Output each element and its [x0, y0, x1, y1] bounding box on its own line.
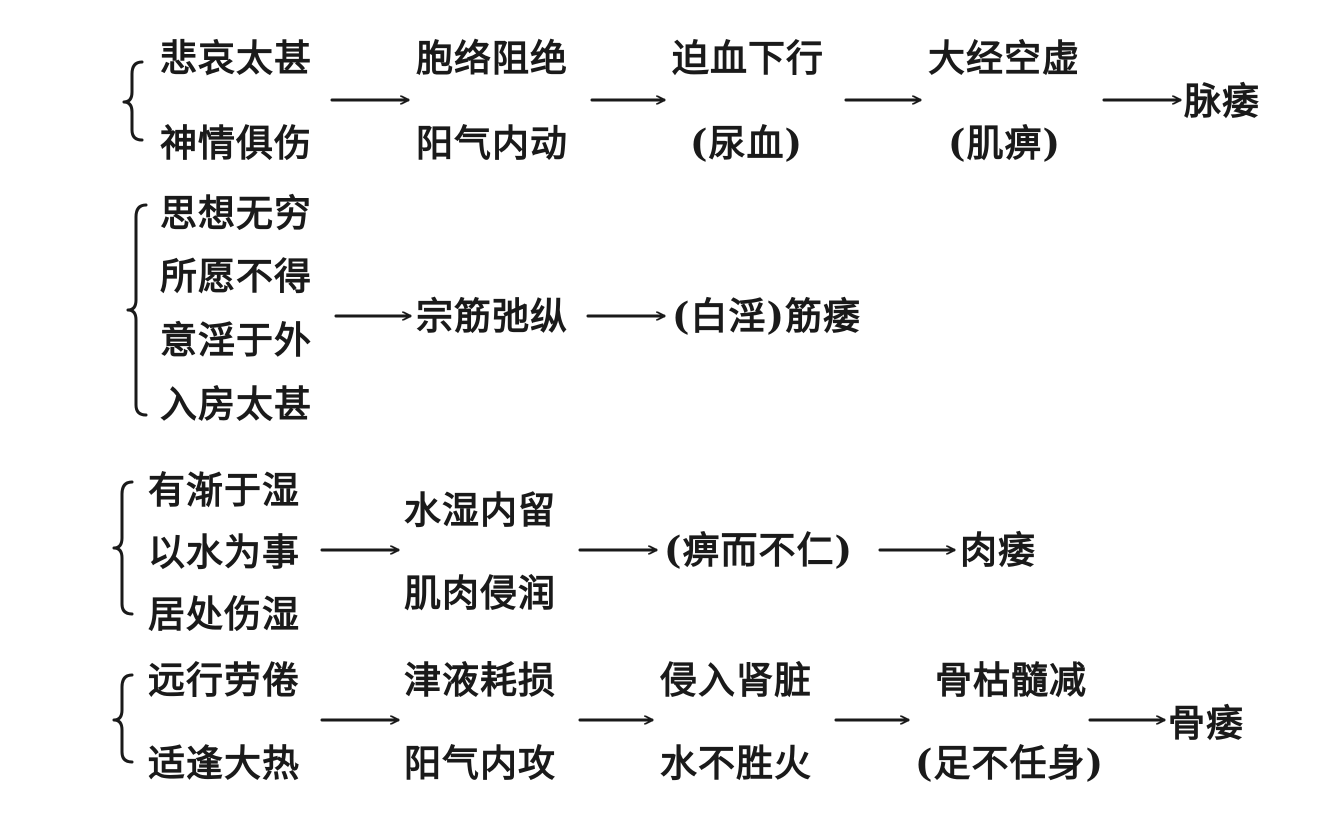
row4-brace	[112, 673, 134, 764]
row3-cause-3: 居处伤湿	[148, 592, 300, 636]
row1-stage1-line2: 阳气内动	[416, 121, 568, 165]
row1-stage2-line2: (尿血)	[690, 121, 804, 165]
row1-cause-2: 神情俱伤	[160, 121, 312, 165]
row4-stage1-line2: 阳气内攻	[404, 741, 556, 785]
row3-stage2: (痹而不仁)	[664, 528, 854, 572]
row3-brace	[112, 480, 134, 616]
row3-cause-1: 有渐于湿	[148, 468, 300, 512]
row2-cause-3: 意淫于外	[160, 318, 312, 362]
row2-cause-1: 思想无穷	[160, 191, 312, 235]
row2-stage1: 宗筋弛纵	[416, 294, 568, 338]
row4-stage3-line2: (足不任身)	[915, 741, 1105, 785]
row2-cause-4: 入房太甚	[160, 382, 312, 426]
row2-brace	[126, 203, 148, 417]
row1-result: 脉痿	[1184, 79, 1260, 123]
row4-cause-1: 远行劳倦	[148, 658, 300, 702]
row1-stage3-line2: (肌痹)	[948, 121, 1062, 165]
row4-cause-2: 适逢大热	[148, 741, 300, 785]
row1-stage3-line1: 大经空虚	[928, 36, 1080, 80]
row3-result: 肉痿	[960, 528, 1036, 572]
row4-stage1-line1: 津液耗损	[404, 658, 556, 702]
row1-brace	[122, 60, 144, 142]
row1-cause-1: 悲哀太甚	[160, 36, 312, 80]
row4-stage2-line1: 侵入肾脏	[660, 658, 812, 702]
row4-result: 骨痿	[1168, 701, 1244, 745]
row4-stage2-line2: 水不胜火	[660, 741, 812, 785]
row3-stage1-line1: 水湿内留	[404, 488, 556, 532]
row1-stage1-line1: 胞络阻绝	[416, 36, 568, 80]
row1-stage2-line1: 迫血下行	[672, 36, 824, 80]
row3-cause-2: 以水为事	[148, 530, 300, 574]
row2-cause-2: 所愿不得	[160, 254, 312, 298]
row4-stage3-line1: 骨枯髓减	[935, 658, 1087, 702]
row2-result: (白淫)筋痿	[672, 294, 862, 338]
row3-stage1-line2: 肌肉侵润	[404, 571, 556, 615]
